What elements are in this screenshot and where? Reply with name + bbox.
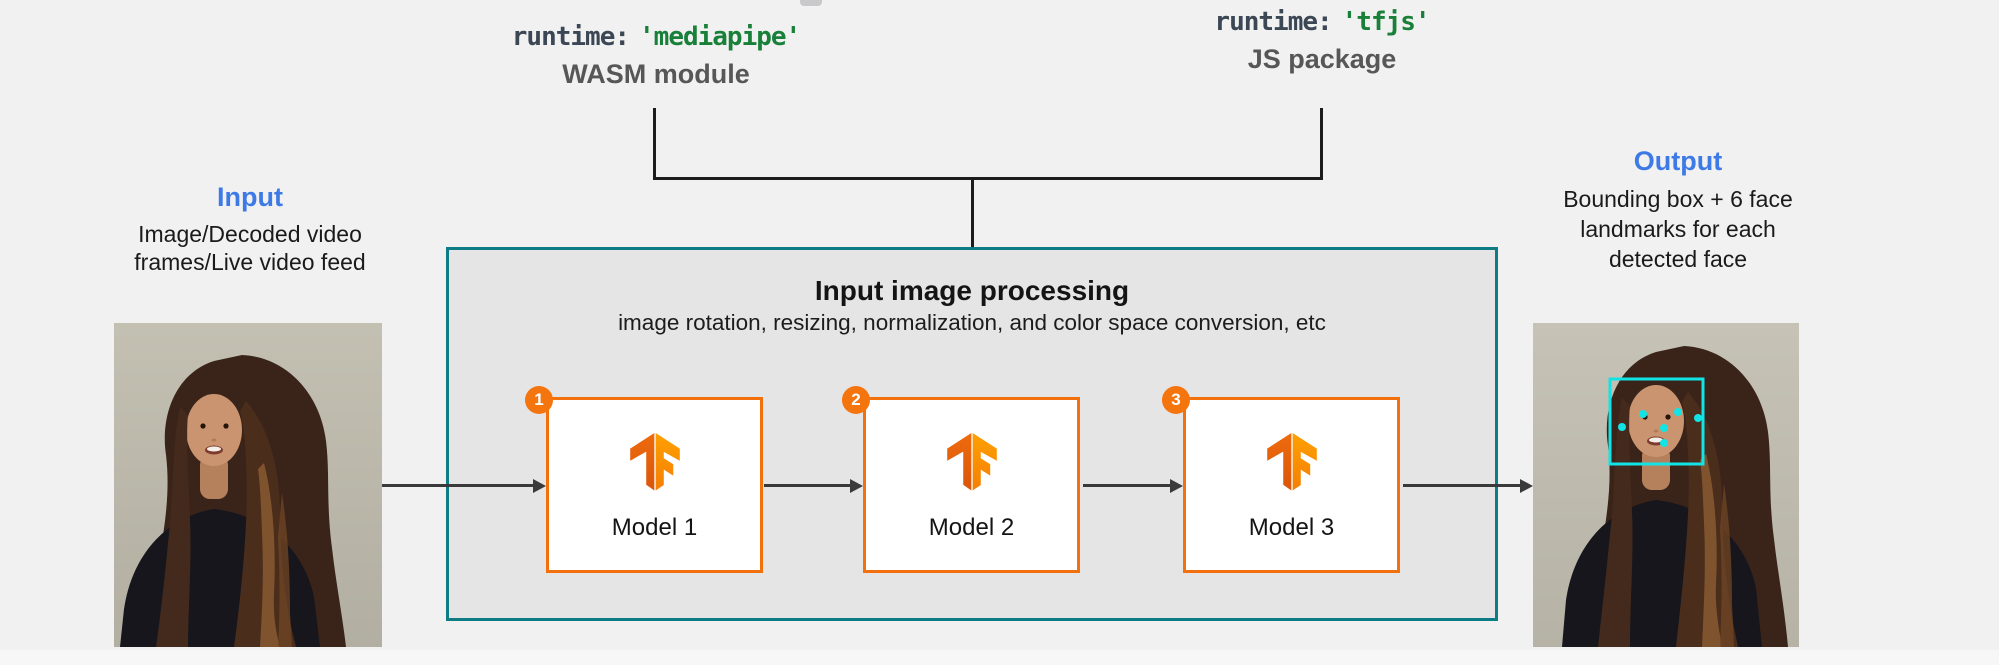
runtime-mediapipe-label: runtime: 'mediapipe' WASM module	[456, 22, 856, 90]
step-badge-1: 1	[525, 386, 553, 414]
input-title: Input	[217, 182, 283, 212]
model-2-label: Model 2	[928, 514, 1015, 541]
model-3-box: 3 Model 3	[1162, 386, 1400, 573]
tensorflow-icon	[629, 433, 680, 491]
input-label-block: Input Image/Decoded video frames/Live vi…	[95, 182, 405, 276]
code-prefix: runtime:	[511, 22, 630, 52]
flow-arrow-input-to-model1	[382, 478, 546, 493]
tensorflow-icon	[1266, 433, 1317, 491]
connector-line-right	[1320, 108, 1323, 179]
landmark-mouth	[1660, 439, 1668, 447]
step-badge-2: 2	[842, 386, 870, 414]
flow-arrow-model3-to-output	[1403, 478, 1533, 493]
panel-title: Input image processing	[814, 275, 1130, 306]
wasm-module-caption: WASM module	[562, 59, 750, 89]
code-prefix: runtime:	[1214, 7, 1332, 37]
output-label-block: Output Bounding box + 6 face landmarks f…	[1523, 146, 1833, 274]
input-line: Image/Decoded video	[138, 221, 362, 247]
output-line: detected face	[1608, 246, 1748, 272]
model-1-label: Model 1	[611, 514, 698, 541]
output-line: Bounding box + 6 face	[1563, 186, 1793, 212]
output-photo	[1533, 323, 1799, 647]
panel-subtitle: image rotation, resizing, normalization,…	[618, 310, 1326, 335]
cropped-edge-artifact	[800, 0, 822, 6]
connector-line-drop	[971, 177, 974, 249]
code-value: 'mediapipe'	[639, 22, 801, 52]
bottom-strip	[0, 650, 1999, 665]
runtime-mediapipe-code: runtime: 'mediapipe'	[456, 22, 856, 52]
landmark-left-eye	[1639, 410, 1647, 418]
runtime-tfjs-code: runtime: 'tfjs'	[1122, 7, 1522, 37]
model-2-box: 2 Model 2	[842, 386, 1080, 573]
flow-arrow-model2-to-model3	[1083, 478, 1183, 493]
model-3-label: Model 3	[1248, 514, 1335, 541]
landmark-nose	[1660, 424, 1668, 432]
js-package-caption: JS package	[1247, 44, 1397, 74]
step-badge-3: 3	[1162, 386, 1190, 414]
input-photo	[114, 323, 382, 647]
code-value: 'tfjs'	[1341, 7, 1431, 37]
connector-line-horizontal	[653, 177, 1323, 180]
runtime-tfjs-label: runtime: 'tfjs' JS package	[1122, 7, 1522, 75]
person-figure	[1562, 346, 1788, 647]
model-1-box: 1 Model 1	[525, 386, 763, 573]
flow-arrow-model1-to-model2	[764, 478, 863, 493]
landmark-left-ear	[1618, 423, 1626, 431]
landmark-right-eye	[1674, 408, 1682, 416]
tensorflow-icon	[946, 433, 997, 491]
person-figure	[120, 355, 346, 647]
face-bounding-box	[1608, 377, 1705, 466]
landmark-right-ear	[1694, 414, 1702, 422]
output-line: landmarks for each	[1580, 216, 1776, 242]
input-line: frames/Live video feed	[134, 249, 366, 275]
face-detection-overlay	[1608, 377, 1705, 466]
connector-line-left	[653, 108, 656, 179]
output-title: Output	[1633, 146, 1723, 176]
